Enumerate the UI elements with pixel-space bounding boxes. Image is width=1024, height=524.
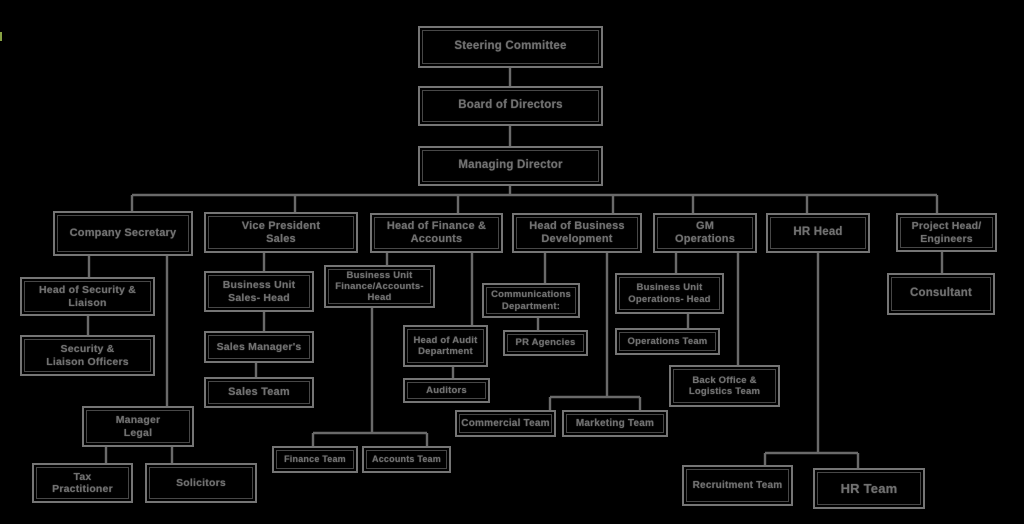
- org-node-label: Head of Audit: [413, 334, 478, 346]
- org-node-label: Liaison Officers: [46, 355, 129, 368]
- org-node-label: Head: [367, 292, 392, 304]
- org-node-label: Marketing Team: [575, 417, 655, 429]
- org-node-label: Recruitment Team: [692, 479, 783, 491]
- org-node-label: Manager: [115, 414, 161, 427]
- org-node-managing-director: Managing Director: [418, 146, 603, 186]
- org-node-label: Solicitors: [176, 476, 226, 489]
- org-node-label: Managing Director: [458, 159, 563, 172]
- org-node-steering-committee: Steering Committee: [418, 26, 603, 68]
- org-node-label: HR Team: [840, 480, 898, 496]
- org-node-label: Board of Directors: [458, 99, 563, 112]
- org-node-label: Auditors: [426, 384, 467, 396]
- org-node-label: Tax: [73, 470, 92, 483]
- org-node-label: Legal: [123, 426, 153, 439]
- org-node-label: Accounts: [410, 233, 463, 245]
- org-node-recruitment-team: Recruitment Team: [682, 465, 793, 506]
- green-edge-artifact: [0, 32, 2, 41]
- org-node-label: Company Secretary: [69, 227, 177, 240]
- org-node-label: Operations: [674, 233, 736, 245]
- org-node-label: Commercial Team: [461, 417, 550, 429]
- org-node-label: Sales Team: [228, 386, 290, 399]
- org-node-label: Operations Team: [627, 335, 708, 347]
- org-node-board-of-directors: Board of Directors: [418, 86, 603, 126]
- org-node-label: Back Office &: [692, 374, 757, 386]
- org-node-label: Department: [418, 346, 473, 357]
- org-node-label: Department:: [501, 300, 561, 312]
- org-node-label: Liaison: [68, 296, 107, 309]
- org-node-commercial-team: Commercial Team: [455, 410, 556, 437]
- org-node-marketing-team: Marketing Team: [562, 410, 668, 437]
- org-node-accounts-team: Accounts Team: [362, 446, 451, 473]
- org-node-label: Sales: [266, 232, 296, 245]
- org-node-label: Communications: [491, 289, 571, 301]
- org-node-label: Logistics Team: [688, 386, 761, 397]
- org-node-consultant: Consultant: [887, 273, 995, 315]
- org-node-solicitors: Solicitors: [145, 463, 257, 503]
- org-node-label: Engineers: [920, 232, 973, 245]
- org-node-label: Business Unit: [636, 282, 703, 294]
- org-node-label: Accounts Team: [372, 454, 441, 465]
- org-node-security-liaison-officers: Security &Liaison Officers: [20, 335, 155, 376]
- org-node-label: GM: [695, 220, 715, 233]
- org-node-sales-team: Sales Team: [204, 377, 314, 408]
- org-node-label: Head of Business: [529, 220, 625, 233]
- org-node-label: PR Agencies: [515, 337, 576, 349]
- org-node-label: Finance/Accounts-: [335, 280, 424, 292]
- org-node-finance-team: Finance Team: [272, 446, 358, 473]
- org-node-label: Sales- Head: [228, 291, 290, 304]
- org-node-sales-managers: Sales Manager's: [204, 331, 314, 363]
- org-node-label: Business Unit: [222, 279, 296, 292]
- org-node-head-of-security-liaison: Head of Security &Liaison: [20, 277, 155, 316]
- org-node-label: Head of Security &: [39, 284, 136, 297]
- org-node-hr-team: HR Team: [813, 468, 925, 509]
- org-node-label: Head of Finance &: [386, 220, 487, 233]
- org-node-label: Development: [541, 233, 613, 245]
- org-node-head-of-finance-accounts: Head of Finance &Accounts: [370, 213, 503, 253]
- org-node-label: Project Head/: [911, 220, 982, 233]
- org-node-project-head-engineers: Project Head/Engineers: [896, 213, 997, 252]
- org-node-company-secretary: Company Secretary: [53, 211, 193, 256]
- org-node-label: Sales Manager's: [216, 340, 302, 353]
- org-node-label: Steering Committee: [454, 40, 567, 53]
- org-node-auditors: Auditors: [403, 378, 490, 403]
- org-node-label: Operations- Head: [628, 293, 711, 305]
- org-node-label: Consultant: [909, 287, 973, 300]
- org-node-operations-team: Operations Team: [615, 328, 720, 355]
- org-node-hr-head: HR Head: [766, 213, 870, 253]
- org-node-label: Security &: [60, 343, 115, 356]
- org-node-label: Practitioner: [52, 483, 113, 495]
- org-node-label: HR Head: [793, 226, 843, 239]
- org-node-label: Vice President: [241, 219, 321, 232]
- org-node-back-office-logistics-team: Back Office &Logistics Team: [669, 365, 780, 407]
- org-node-label: Business Unit: [346, 269, 413, 281]
- org-node-pr-agencies: PR Agencies: [503, 330, 588, 356]
- org-node-label: Finance Team: [284, 454, 346, 465]
